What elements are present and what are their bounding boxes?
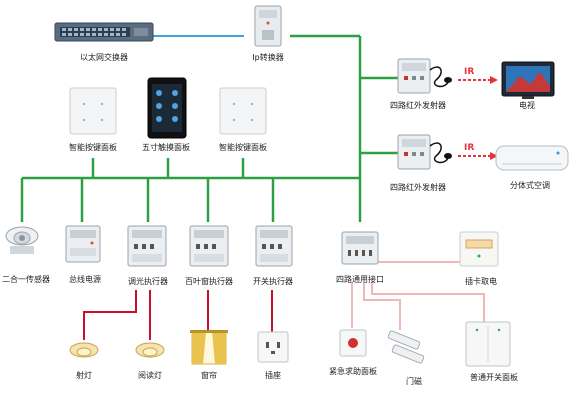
sensor-device: [5, 226, 39, 254]
ethernet-switch-label: 以太网交换器: [80, 52, 128, 62]
smart-panel-left-label: 智能按键面板: [69, 142, 117, 152]
door-magnet-label: 门磁: [406, 376, 422, 386]
reading-light-device: [135, 342, 165, 358]
ir-signal-1: IR: [458, 67, 498, 84]
ethernet-switch-device: [54, 22, 154, 42]
ir-2-label: IR: [464, 143, 474, 153]
spot-light-label: 射灯: [76, 370, 92, 380]
dimmer-actuator-device: [127, 225, 167, 267]
touch-panel-label: 五寸触摸面板: [142, 142, 190, 152]
socket-label: 插座: [265, 370, 281, 380]
knx-bus-lines: [20, 34, 398, 222]
smart-panel-right-device: [219, 87, 267, 135]
wire-normal-switch: [371, 282, 485, 322]
dimmer-actuator-label: 调光执行器: [128, 276, 168, 286]
ip-gateway-label: Ip转换器: [252, 52, 283, 62]
card-switch-device: [459, 231, 499, 267]
curtain-label: 窗帘: [201, 370, 217, 380]
ir-transmitter-2-device: [397, 134, 452, 170]
wire-spot-light: [83, 290, 137, 340]
ir-transmitter-1-device: [397, 58, 452, 94]
card-switch-label: 插卡取电: [465, 276, 497, 286]
smart-panel-right-label: 智能按键面板: [219, 142, 267, 152]
normal-switch-panel-device: [465, 321, 511, 367]
reading-light-label: 阅读灯: [138, 370, 162, 380]
socket-device: [257, 331, 289, 363]
bus-power-device: [65, 225, 101, 263]
emergency-panel-label: 紧急求助面板: [329, 366, 377, 376]
touch-panel-device: [147, 77, 187, 139]
smart-panel-left-device: [69, 87, 117, 135]
switch-actuator-label: 开关执行器: [253, 276, 293, 286]
wire-door-magnet: [363, 282, 401, 330]
tv-device: [501, 61, 555, 99]
blind-actuator-label: 百叶窗执行器: [185, 276, 233, 286]
load-wiring: [83, 290, 273, 340]
door-magnet-device: [387, 330, 425, 364]
ir-signal-2: IR: [458, 143, 498, 160]
universal-interface-device: [341, 231, 379, 265]
air-conditioner-label: 分体式空调: [510, 180, 550, 190]
tv-label: 电视: [519, 100, 535, 110]
ir-transmitter-2-label: 四路红外发射器: [390, 182, 446, 192]
switch-actuator-device: [255, 225, 293, 267]
interface-wiring: [351, 261, 485, 330]
ir-1-label: IR: [464, 67, 474, 77]
ir-transmitter-1-label: 四路红外发射器: [390, 100, 446, 110]
sensor-label: 二合一传感器: [2, 274, 50, 284]
normal-switch-panel-label: 普通开关面板: [470, 372, 518, 382]
bus-power-label: 总线电源: [69, 274, 101, 284]
spot-light-device: [69, 342, 99, 358]
air-conditioner-device: [495, 145, 569, 171]
ip-gateway-device: [254, 5, 282, 47]
universal-interface-label: 四路通用接口: [336, 274, 384, 284]
emergency-panel-device: [339, 329, 367, 357]
curtain-device: [190, 330, 228, 365]
blind-actuator-device: [189, 225, 229, 267]
